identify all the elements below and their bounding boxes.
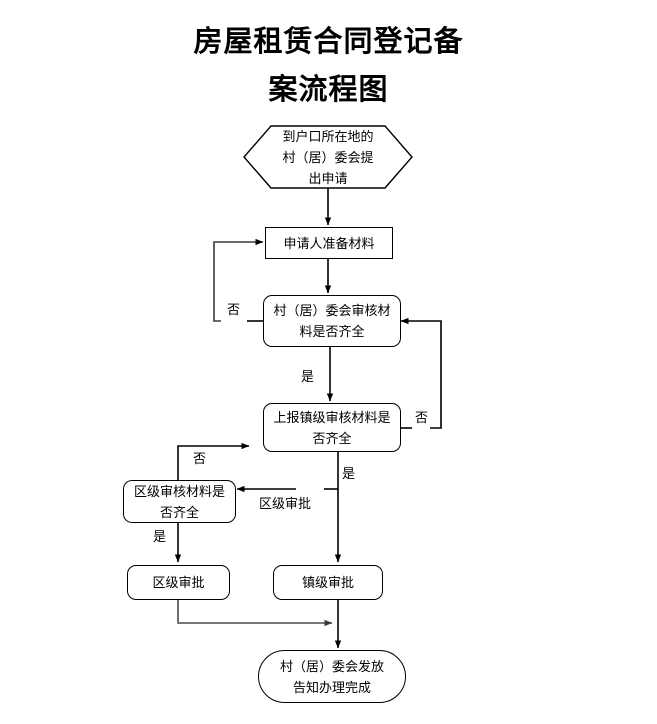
node-label: 区级审批 <box>152 575 205 590</box>
node-district-level-approval[interactable]: 区级审批 <box>127 565 230 600</box>
node-town-level-review[interactable]: 上报镇级审核材料是 否齐全 <box>263 403 401 452</box>
edge-label-town-review-no: 否 <box>414 410 430 425</box>
node-label: 区级审核材料是 否齐全 <box>133 483 225 520</box>
node-label: 村（居）委会发放 告知办理完成 <box>279 658 384 695</box>
edge-label-town-review-yes: 是 <box>341 466 357 481</box>
edge-label-village-review-yes: 是 <box>300 369 316 384</box>
hexagon-shape-icon <box>243 125 413 189</box>
node-label: 到户口所在地的 村（居）委会提 出申请 <box>282 128 374 186</box>
node-label: 上报镇级审核材料是 否齐全 <box>273 409 391 446</box>
page-title-line-2: 案流程图 <box>268 74 389 106</box>
node-applicant-prepare-materials[interactable]: 申请人准备材料 <box>265 227 393 259</box>
page-title: 房屋租赁合同登记备 案流程图 <box>0 18 657 114</box>
node-village-committee-review[interactable]: 村（居）委会审核材 料是否齐全 <box>263 295 401 347</box>
node-issue-notice-complete[interactable]: 村（居）委会发放 告知办理完成 <box>258 650 406 703</box>
edge-label-district-approval-branch: 区级审批 <box>258 496 313 511</box>
node-label: 申请人准备材料 <box>283 235 375 251</box>
edge-label-district-review-yes: 是 <box>152 529 168 544</box>
node-town-level-approval[interactable]: 镇级审批 <box>273 565 383 600</box>
page-title-line-1: 房屋租赁合同登记备 <box>193 26 464 58</box>
edge-label-district-review-no: 否 <box>192 451 208 466</box>
node-label: 镇级审批 <box>301 575 354 590</box>
node-label: 村（居）委会审核材 料是否齐全 <box>273 303 391 339</box>
node-district-level-review[interactable]: 区级审核材料是 否齐全 <box>123 480 236 523</box>
node-apply-at-village-committee[interactable]: 到户口所在地的 村（居）委会提 出申请 <box>243 125 413 189</box>
edge-label-village-review-no: 否 <box>226 302 242 317</box>
